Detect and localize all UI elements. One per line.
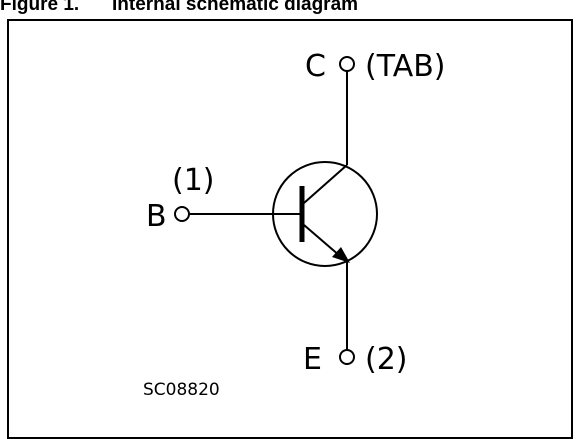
emitter-pin-number: (2) — [365, 342, 408, 377]
drawing-code: SC08820 — [143, 380, 220, 400]
base-letter: B — [146, 199, 167, 234]
transistor-schematic: C (TAB) (1) B E (2) SC08820 — [143, 49, 446, 400]
emitter-arrow — [332, 247, 350, 263]
collector-pin-number: (TAB) — [365, 49, 446, 84]
base-pin-number: (1) — [172, 163, 215, 198]
figure-title: Internal schematic diagram — [112, 0, 359, 15]
collector-diagonal — [303, 164, 348, 204]
emitter-terminal — [339, 349, 355, 365]
base-terminal — [174, 206, 190, 222]
collector-terminal — [339, 56, 355, 72]
figure-caption: Figure 1. Internal schematic diagram — [0, 0, 582, 18]
emitter-letter: E — [303, 342, 322, 377]
emitter-diagonal — [303, 224, 341, 257]
figure-number: Figure 1. — [0, 0, 80, 15]
collector-letter: C — [305, 49, 326, 84]
